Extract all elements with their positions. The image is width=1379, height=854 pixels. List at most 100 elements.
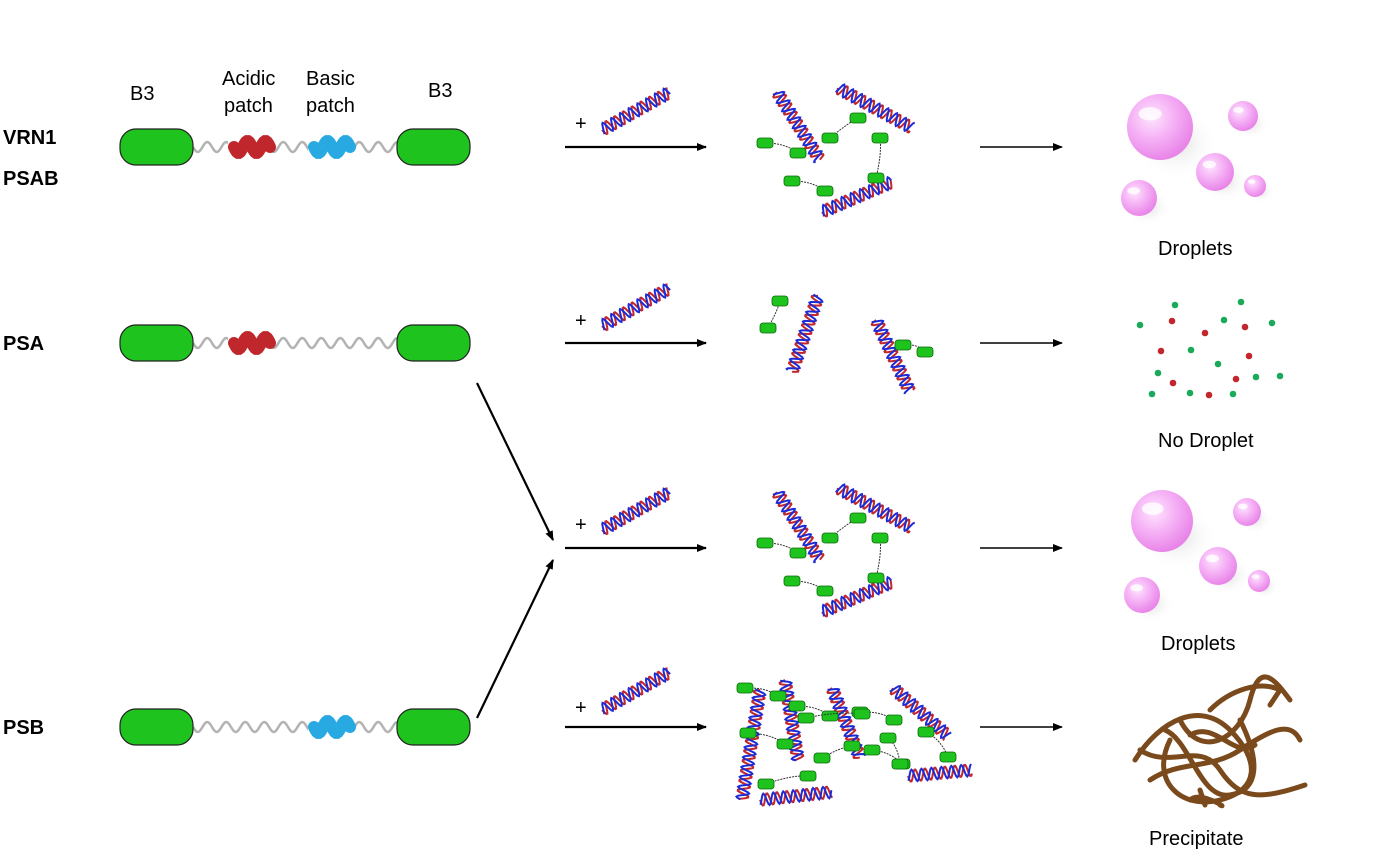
mini-protein-icon [739, 727, 794, 750]
mini-b3 [776, 738, 794, 750]
particle-dot [1220, 316, 1228, 324]
mini-protein-icon [756, 537, 807, 559]
particle-dot [1252, 373, 1260, 381]
basic-patch [308, 715, 356, 739]
acidic-patch [228, 331, 276, 355]
mini-protein-icon [813, 740, 861, 764]
precipitate-strand [1177, 674, 1293, 745]
mini-b3 [843, 740, 861, 752]
dna-strand [772, 91, 825, 161]
linker [191, 140, 398, 154]
particle-dot [1205, 391, 1213, 399]
mini-b3 [783, 175, 801, 187]
mini-b3 [769, 690, 787, 702]
dna-strand [734, 688, 767, 801]
droplet-highlight [1237, 503, 1248, 510]
label-vrn1: VRN1 [3, 127, 56, 149]
mini-b3 [821, 710, 839, 722]
mini-b3 [736, 682, 754, 694]
dna-helix-icon [835, 483, 916, 534]
dna-helix-icon [889, 684, 952, 742]
dna-strand [871, 319, 915, 395]
mini-b3 [849, 512, 867, 524]
plus-sign-4: + [575, 697, 587, 719]
particle-dot [1268, 319, 1276, 327]
b3-domain-right [396, 708, 471, 746]
mini-b3 [871, 132, 889, 144]
mini-b3 [849, 112, 867, 124]
dna-helix-icon [601, 667, 671, 716]
dna-strand [772, 490, 823, 564]
particle-dot [1186, 389, 1194, 397]
dna-strand [787, 294, 823, 373]
dna-strand [601, 667, 670, 716]
merge-arrow-psa [476, 382, 554, 540]
droplet-body [1131, 490, 1193, 552]
droplet-highlight [1251, 574, 1260, 579]
label-b3-right: B3 [428, 80, 452, 102]
mini-protein-icon [894, 339, 934, 358]
particle-dot [1276, 372, 1284, 380]
outcome-precipitate: Precipitate [1149, 828, 1244, 850]
mini-b3 [863, 744, 881, 756]
droplet-icon [1228, 101, 1270, 140]
precipitate-strand [1162, 717, 1257, 798]
dna-strand [601, 87, 671, 135]
dna-helix-icon [601, 487, 671, 536]
droplet-icon [1233, 498, 1273, 535]
dna-strand [785, 293, 824, 371]
dna-helix-icon [734, 688, 767, 801]
dna-helix-icon [601, 283, 671, 332]
protein-construct [119, 708, 471, 746]
particle-dot [1136, 321, 1144, 329]
mini-protein-icon [736, 682, 787, 702]
droplet-icon [1121, 180, 1172, 227]
mini-b3 [853, 708, 871, 720]
droplet-highlight [1247, 179, 1256, 184]
precipitate-strand [1187, 794, 1225, 809]
mini-protein-icon [783, 175, 834, 197]
droplet-highlight [1130, 584, 1143, 592]
linker [191, 720, 398, 734]
mini-b3 [894, 339, 912, 351]
droplet-icon [1244, 175, 1275, 204]
droplet-body [1196, 153, 1234, 191]
droplet-body [1244, 175, 1266, 197]
dna-strand [835, 483, 916, 533]
mini-b3 [771, 295, 789, 307]
mini-b3 [867, 572, 885, 584]
mini-protein-icon [867, 532, 889, 584]
b3-domain-left [119, 324, 194, 362]
basic-patch [308, 135, 356, 159]
droplet-body [1121, 180, 1157, 216]
dna-helix-icon [870, 319, 916, 395]
mini-b3 [783, 575, 801, 587]
dna-helix-icon [772, 90, 825, 164]
mini-b3 [788, 700, 806, 712]
dna-helix-icon [772, 490, 825, 564]
droplet-body [1124, 577, 1160, 613]
mini-b3 [891, 758, 909, 770]
dna-strand [772, 491, 825, 561]
dna-strand [601, 87, 670, 136]
mini-protein-icon [783, 575, 834, 597]
mini-b3 [867, 172, 885, 184]
mini-protein-icon [756, 137, 807, 159]
b3-domain-right [396, 324, 471, 362]
dna-strand [759, 785, 833, 807]
mini-b3 [757, 778, 775, 790]
droplet-body [1127, 94, 1193, 160]
dna-helix-icon [601, 87, 671, 136]
droplet-highlight [1138, 107, 1162, 121]
protein-construct [119, 324, 471, 362]
dna-strand [870, 319, 916, 391]
mini-linker [887, 737, 901, 765]
mini-b3 [939, 751, 957, 763]
dna-strand [601, 283, 671, 331]
dna-strand [836, 85, 911, 134]
dna-helix-icon [759, 785, 834, 807]
acidic-patch [228, 135, 276, 159]
mini-linker [875, 137, 881, 179]
label-basic-1: Basic [306, 68, 355, 90]
